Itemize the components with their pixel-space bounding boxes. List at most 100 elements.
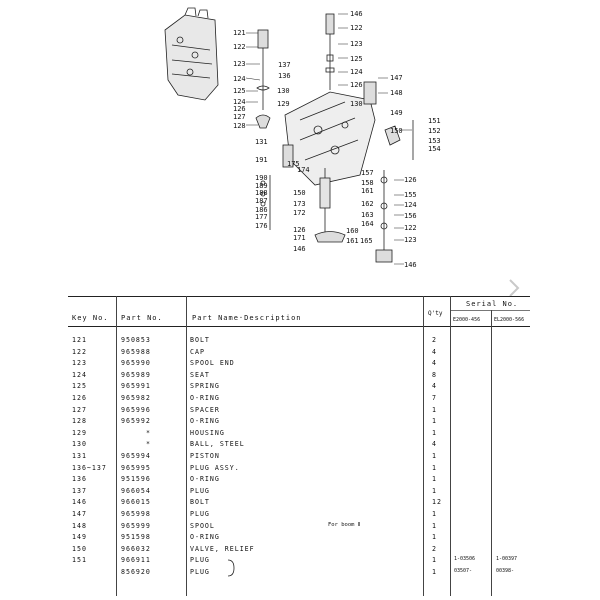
callout-label: 190 [255, 174, 268, 182]
callout-label: 128 [233, 122, 246, 130]
cell-name: SEAT [190, 370, 210, 379]
callout-label: 122 [233, 43, 246, 51]
cell-name: SPRING [190, 382, 220, 391]
cell-name: O-RING [190, 475, 220, 484]
cell-part-no: 965999 [121, 521, 151, 530]
cell-name: BOLT [190, 336, 210, 344]
cell-part-no: 965992 [121, 417, 151, 426]
cell-qty: 1 [432, 428, 437, 437]
callout-label: 158 [361, 179, 374, 187]
cell-part-no: 966015 [121, 498, 151, 507]
callout-label: 149 [390, 109, 403, 117]
cell-qty: 4 [432, 359, 437, 368]
cell-key: 150 [72, 544, 87, 553]
cell-serial2: 00398- [496, 568, 515, 574]
callout-label: 125 [350, 55, 363, 63]
cell-qty: 2 [432, 336, 437, 344]
cell-name: SPACER [190, 405, 220, 414]
cell-key: 129 [72, 428, 87, 437]
cell-part-no: 966032 [121, 544, 151, 553]
callout-label: 191 [255, 156, 268, 164]
cell-name: O-RING [190, 533, 220, 542]
next-page-button[interactable] [502, 276, 526, 300]
parts-table: Key No. Part No. Part Name·Description Q… [68, 296, 530, 596]
header-part-name: Part Name·Description [192, 314, 302, 322]
callout-label: 156 [404, 212, 417, 220]
callout-label: 124 [233, 98, 246, 106]
cell-part-no: 965990 [121, 359, 151, 368]
callout-label: 150 [293, 189, 306, 197]
callout-label: 163 [361, 211, 374, 219]
header-bottom-rule [68, 326, 530, 327]
callout-label: 151 [428, 117, 441, 125]
callout-label: 146 [293, 245, 306, 253]
cell-part-no: * [146, 440, 151, 449]
callout-label: 123 [233, 60, 246, 68]
callout-label: 161 [361, 187, 374, 195]
callout-label: 173 [293, 200, 306, 208]
cell-part-no: 965989 [121, 370, 151, 379]
callout-label: 124 [350, 68, 363, 76]
cell-qty: 1 [432, 533, 437, 542]
cell-qty: 1 [432, 510, 437, 518]
callout-label: 126 [233, 105, 246, 113]
cell-qty: 4 [432, 347, 437, 356]
callout-label: 172 [293, 209, 306, 217]
callout-label: 164 [361, 220, 374, 228]
callout-label: 146 [350, 10, 363, 18]
callout-label: 122 [350, 24, 363, 32]
callout-label: 165 [360, 237, 373, 245]
cell-key: 149 [72, 533, 87, 542]
callout-label: 124 [233, 75, 246, 83]
callout-label: 126 [293, 226, 306, 234]
column-divider [491, 310, 492, 596]
header-serial-col1: E2000-456 [453, 317, 481, 323]
cell-part-no: 965998 [121, 510, 151, 518]
callout-label: 187 [255, 197, 268, 205]
cell-part-no: 856920 [121, 568, 151, 576]
callout-label: 121 [233, 29, 246, 37]
callout-label: 153 [428, 137, 441, 145]
cell-part-no: * [146, 428, 151, 437]
callout-label: 177 [255, 213, 268, 221]
cell-key: 151 [72, 556, 87, 565]
valve-drawing [164, 7, 414, 265]
cell-key: 126 [72, 394, 87, 402]
cell-name: SPOOL [190, 521, 215, 530]
callout-label: 171 [293, 234, 306, 242]
callout-label: 189 [255, 182, 268, 190]
column-divider [186, 296, 187, 596]
cell-name: PLUG ASSY. [190, 463, 240, 472]
cell-qty: 1 [432, 521, 437, 530]
header-part-no: Part No. [121, 314, 163, 322]
callout-label: 155 [404, 191, 417, 199]
cell-key: 130 [72, 440, 87, 449]
callout-label: 154 [428, 145, 441, 153]
cell-key: 146 [72, 498, 87, 507]
cell-qty: 1 [432, 405, 437, 414]
callout-label: 147 [390, 74, 403, 82]
cell-qty: 1 [432, 568, 437, 576]
callout-label: 150 [390, 127, 403, 135]
cell-qty: 8 [432, 370, 437, 379]
cell-part-no: 965996 [121, 405, 151, 414]
callout-label: 126 [404, 176, 417, 184]
callout-label: 174 [297, 166, 310, 174]
cell-key: 125 [72, 382, 87, 391]
column-divider [450, 296, 451, 596]
cell-key: 121 [72, 336, 87, 344]
callout-label: 152 [428, 127, 441, 135]
callout-label: 131 [255, 138, 268, 146]
header-serial-no: Serial No. [466, 300, 519, 308]
callout-label: 129 [277, 100, 290, 108]
